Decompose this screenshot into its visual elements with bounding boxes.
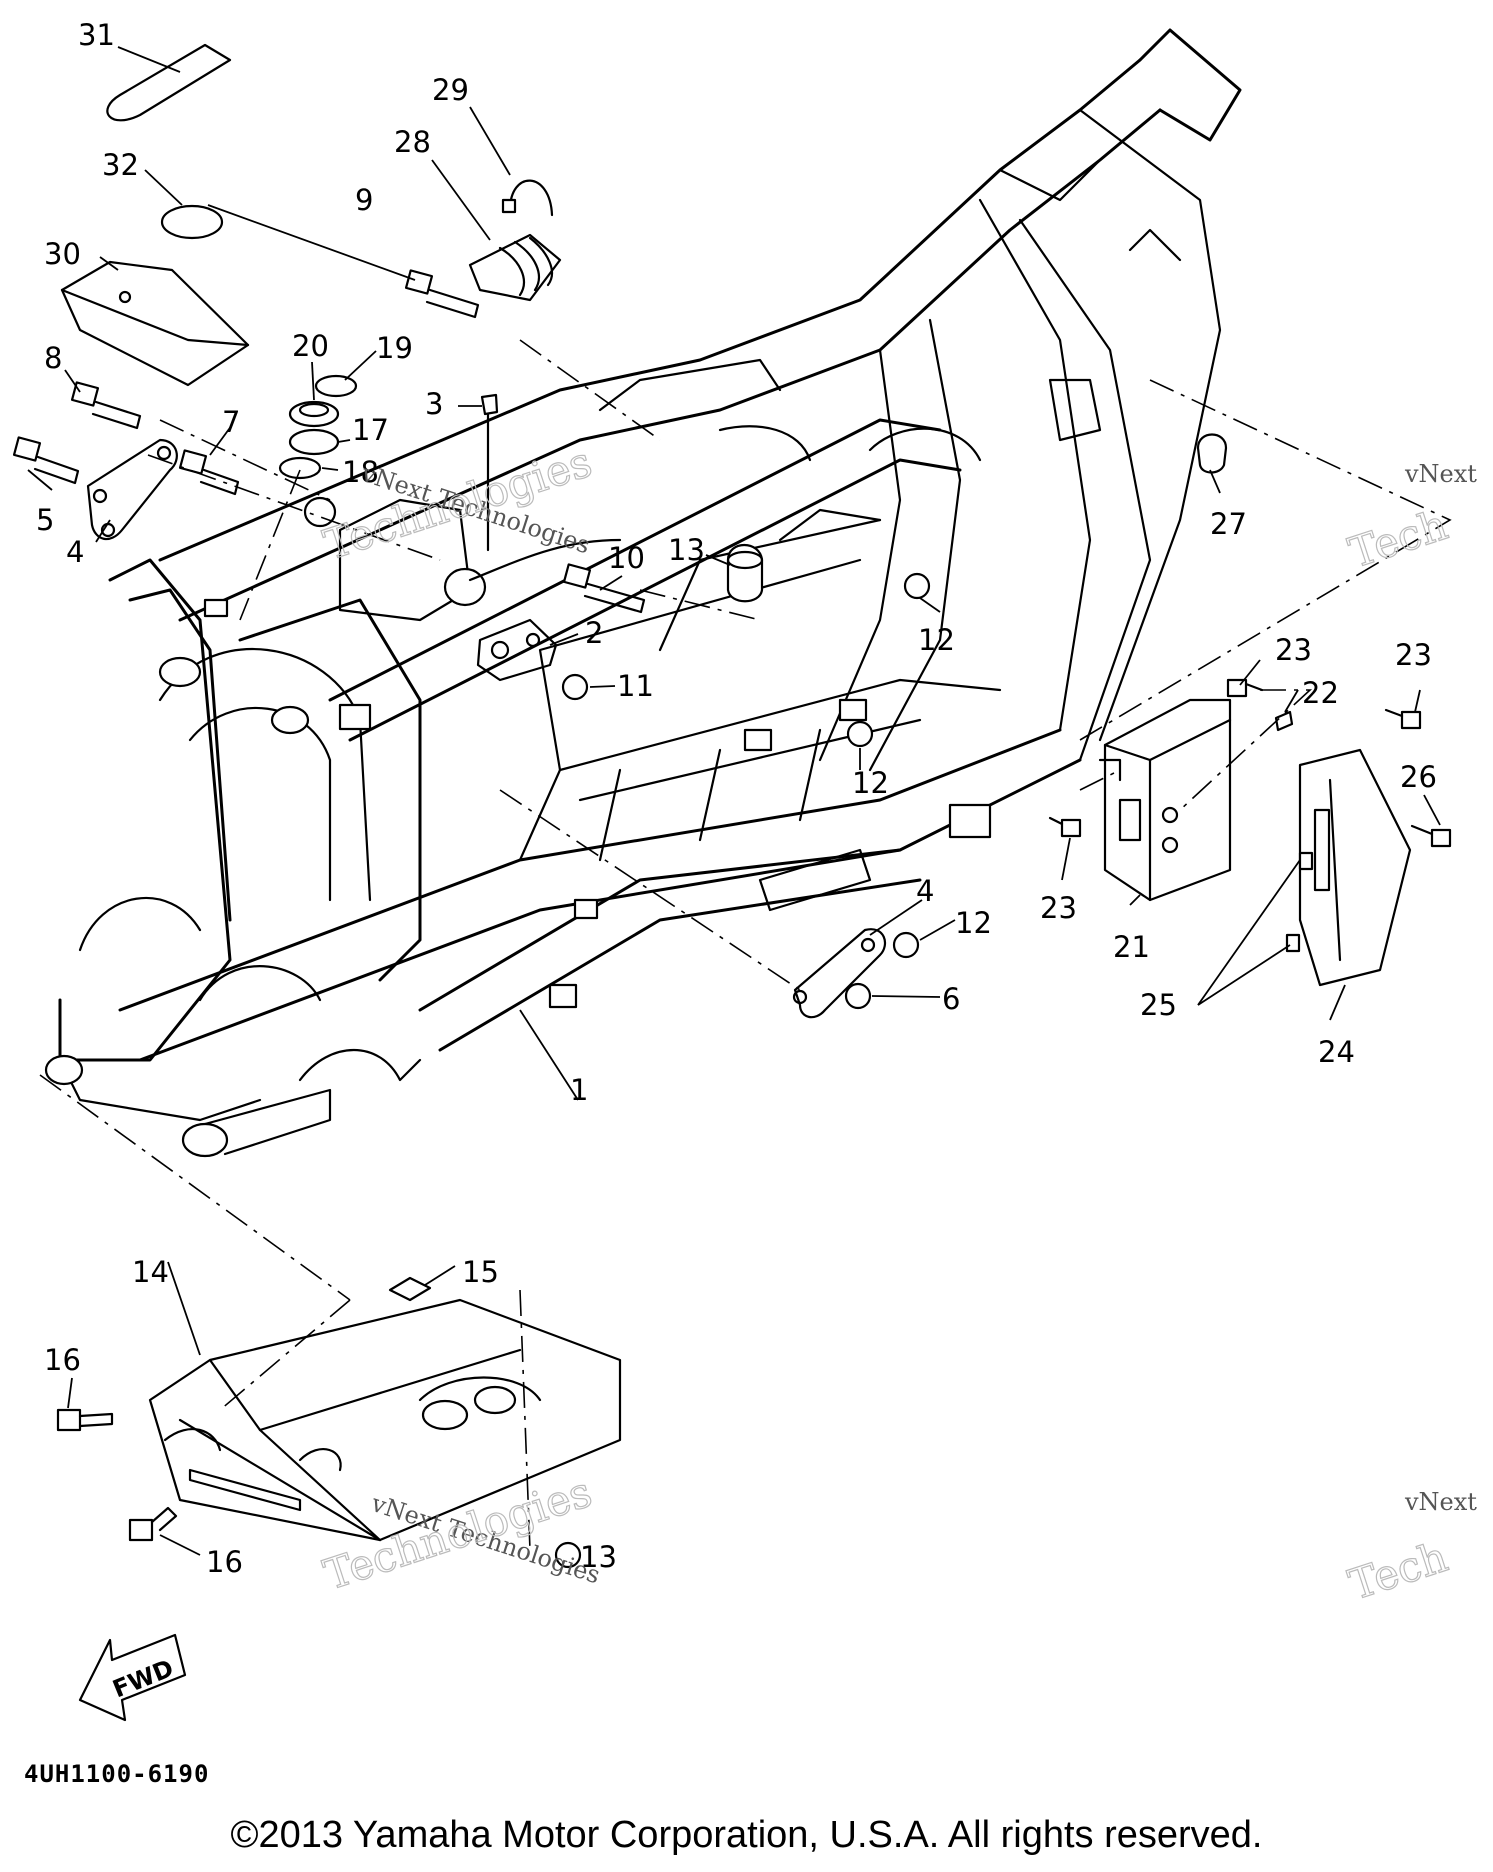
part-21-battery-box xyxy=(1098,698,1232,902)
callout-21: 21 xyxy=(1113,930,1150,964)
part-15-pad xyxy=(388,1276,432,1302)
callout-6: 6 xyxy=(942,982,960,1016)
callout-16: 16 xyxy=(206,1545,243,1579)
callout-14: 14 xyxy=(132,1255,169,1289)
diagram-code: 4UH1100-6190 xyxy=(24,1760,210,1788)
callout-26: 26 xyxy=(1400,760,1437,794)
callout-10: 10 xyxy=(608,541,645,575)
fwd-arrow: FWD xyxy=(78,1633,187,1722)
callout-32: 32 xyxy=(102,148,139,182)
assembly-lines xyxy=(39,339,1452,1551)
part-16-bolt-b xyxy=(128,1506,178,1542)
part-26-bolt xyxy=(1410,824,1452,848)
part-23-bolt-c xyxy=(1048,816,1082,838)
callout-27: 27 xyxy=(1210,507,1247,541)
part-11-nut xyxy=(561,673,589,701)
callout-7: 7 xyxy=(222,405,240,439)
part-25-tab-b xyxy=(1285,933,1301,953)
part-16-bolt-a xyxy=(56,1408,114,1432)
part-13-rubber-mount xyxy=(726,544,764,603)
callout-16: 16 xyxy=(44,1343,81,1377)
part-13-nut-lower xyxy=(554,1541,582,1569)
callout-1: 1 xyxy=(570,1073,588,1107)
part-12-nut-c xyxy=(892,931,920,959)
callout-12: 12 xyxy=(852,766,889,800)
copyright-notice: ©2013 Yamaha Motor Corporation, U.S.A. A… xyxy=(230,1814,1263,1856)
watermark-4-text: vNext xyxy=(1404,1488,1477,1516)
part-20-bearing xyxy=(288,400,340,428)
part-19-washer xyxy=(314,374,358,398)
callout-8: 8 xyxy=(44,341,62,375)
part-18-seal xyxy=(278,456,322,480)
part-8-bolt xyxy=(70,381,142,430)
part-3-bolt xyxy=(480,393,499,416)
callout-24: 24 xyxy=(1318,1035,1355,1069)
callout-4: 4 xyxy=(66,535,84,569)
part-12-nut-a xyxy=(903,572,931,600)
part-5-bolt xyxy=(12,436,80,485)
callouts: 31 32 30 29 28 9 20 19 8 3 17 7 18 5 4 2… xyxy=(36,18,1437,1579)
part-17-bearing xyxy=(288,428,340,456)
part-4-plate-lower xyxy=(793,928,887,1019)
callout-17: 17 xyxy=(352,413,389,447)
callout-29: 29 xyxy=(432,73,469,107)
callout-3: 3 xyxy=(425,387,443,421)
part-27-cap xyxy=(1196,433,1228,474)
callout-28: 28 xyxy=(394,125,431,159)
part-14-skid-plate xyxy=(148,1298,622,1542)
callout-13: 13 xyxy=(580,1540,617,1574)
callout-23: 23 xyxy=(1040,891,1077,925)
callout-15: 15 xyxy=(462,1255,499,1289)
callout-25: 25 xyxy=(1140,988,1177,1022)
leader-lines xyxy=(27,46,1441,1556)
part-32-disc xyxy=(160,204,224,240)
callout-18: 18 xyxy=(342,455,379,489)
part-22-tab xyxy=(1274,710,1294,732)
callout-23: 23 xyxy=(1395,638,1432,672)
callout-12: 12 xyxy=(918,623,955,657)
callout-19: 19 xyxy=(376,331,413,365)
part-10-bolt xyxy=(562,563,646,614)
callout-23: 23 xyxy=(1275,633,1312,667)
part-25-tab-a xyxy=(1298,851,1314,871)
part-23-bolt-a xyxy=(1226,678,1264,698)
part-28-strap xyxy=(468,233,562,302)
callout-30: 30 xyxy=(44,237,81,271)
callout-20: 20 xyxy=(292,329,329,363)
callout-31: 31 xyxy=(78,18,115,52)
callout-2: 2 xyxy=(585,616,603,650)
callout-5: 5 xyxy=(36,503,54,537)
callout-4: 4 xyxy=(916,874,934,908)
part-31-pad xyxy=(106,43,232,122)
callout-13: 13 xyxy=(668,533,705,567)
part-2-plate xyxy=(476,618,558,682)
part-7-bolt xyxy=(178,449,240,496)
watermark-2-text: vNext xyxy=(1404,460,1477,488)
part-24-band xyxy=(1298,748,1412,987)
part-12-nut-b xyxy=(846,720,874,748)
part-30-pouch xyxy=(60,260,250,387)
part-23-bolt-b xyxy=(1384,708,1422,730)
watermark-2-outline: Tech xyxy=(1343,500,1453,578)
part-4-plate-upper xyxy=(86,438,178,541)
callout-12: 12 xyxy=(955,906,992,940)
frame-assembly xyxy=(44,28,1242,1158)
part-9-bolt xyxy=(404,269,480,319)
watermark-4-outline: Tech xyxy=(1343,1532,1453,1610)
part-6-nut xyxy=(844,982,872,1010)
part-29-clip xyxy=(508,179,554,217)
callout-22: 22 xyxy=(1302,676,1339,710)
callout-9: 9 xyxy=(355,183,373,217)
callout-11: 11 xyxy=(617,669,654,703)
